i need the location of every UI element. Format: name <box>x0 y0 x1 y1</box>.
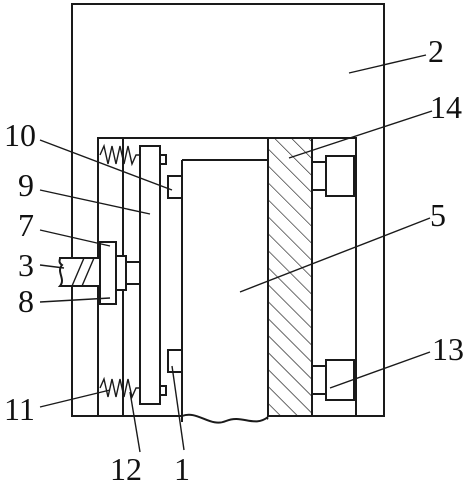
leader-8 <box>39 297 111 303</box>
right-block-bottom <box>311 365 327 395</box>
guide-block-top <box>167 175 183 199</box>
label-7: 7 <box>18 207 34 243</box>
guide-block-bottom <box>167 349 183 373</box>
pin-bottom <box>159 385 167 396</box>
leader-14 <box>288 110 433 159</box>
label-14: 14 <box>430 89 462 125</box>
leader-10 <box>39 139 173 191</box>
label-1: 1 <box>174 451 190 487</box>
leader-3 <box>39 264 65 269</box>
label-3: 3 <box>18 247 34 283</box>
spring-bottom <box>99 376 140 400</box>
leader-12 <box>129 391 141 453</box>
hatched-slab <box>267 137 313 417</box>
label-8: 8 <box>18 283 34 319</box>
column-bottom-mask <box>183 415 267 435</box>
label-2: 2 <box>428 33 444 69</box>
pin-top <box>159 154 167 165</box>
outer-housing <box>71 3 385 417</box>
label-10: 10 <box>4 117 36 153</box>
leader-9 <box>39 189 151 215</box>
bearing-inner <box>115 255 127 291</box>
bearing-plate-7 <box>125 261 141 285</box>
bearing-block <box>99 241 117 305</box>
column-break-line-visible <box>181 413 269 424</box>
leader-13 <box>329 351 431 389</box>
leader-7 <box>39 229 111 247</box>
label-5: 5 <box>430 197 446 233</box>
right-block-bottom-outer <box>325 359 355 401</box>
leader-11 <box>39 389 111 408</box>
right-block-top-outer <box>325 155 355 197</box>
label-9: 9 <box>18 167 34 203</box>
spring-top <box>99 143 140 167</box>
rod-hatch-1 <box>71 257 85 287</box>
rod-3 <box>57 257 101 287</box>
leader-5 <box>239 217 431 293</box>
label-13: 13 <box>432 331 464 367</box>
leader-1 <box>171 365 185 451</box>
label-11: 11 <box>4 391 35 427</box>
leader-2 <box>348 54 427 74</box>
label-12: 12 <box>110 451 142 487</box>
rod-hatch-2 <box>81 257 95 287</box>
right-block-top <box>311 161 327 191</box>
